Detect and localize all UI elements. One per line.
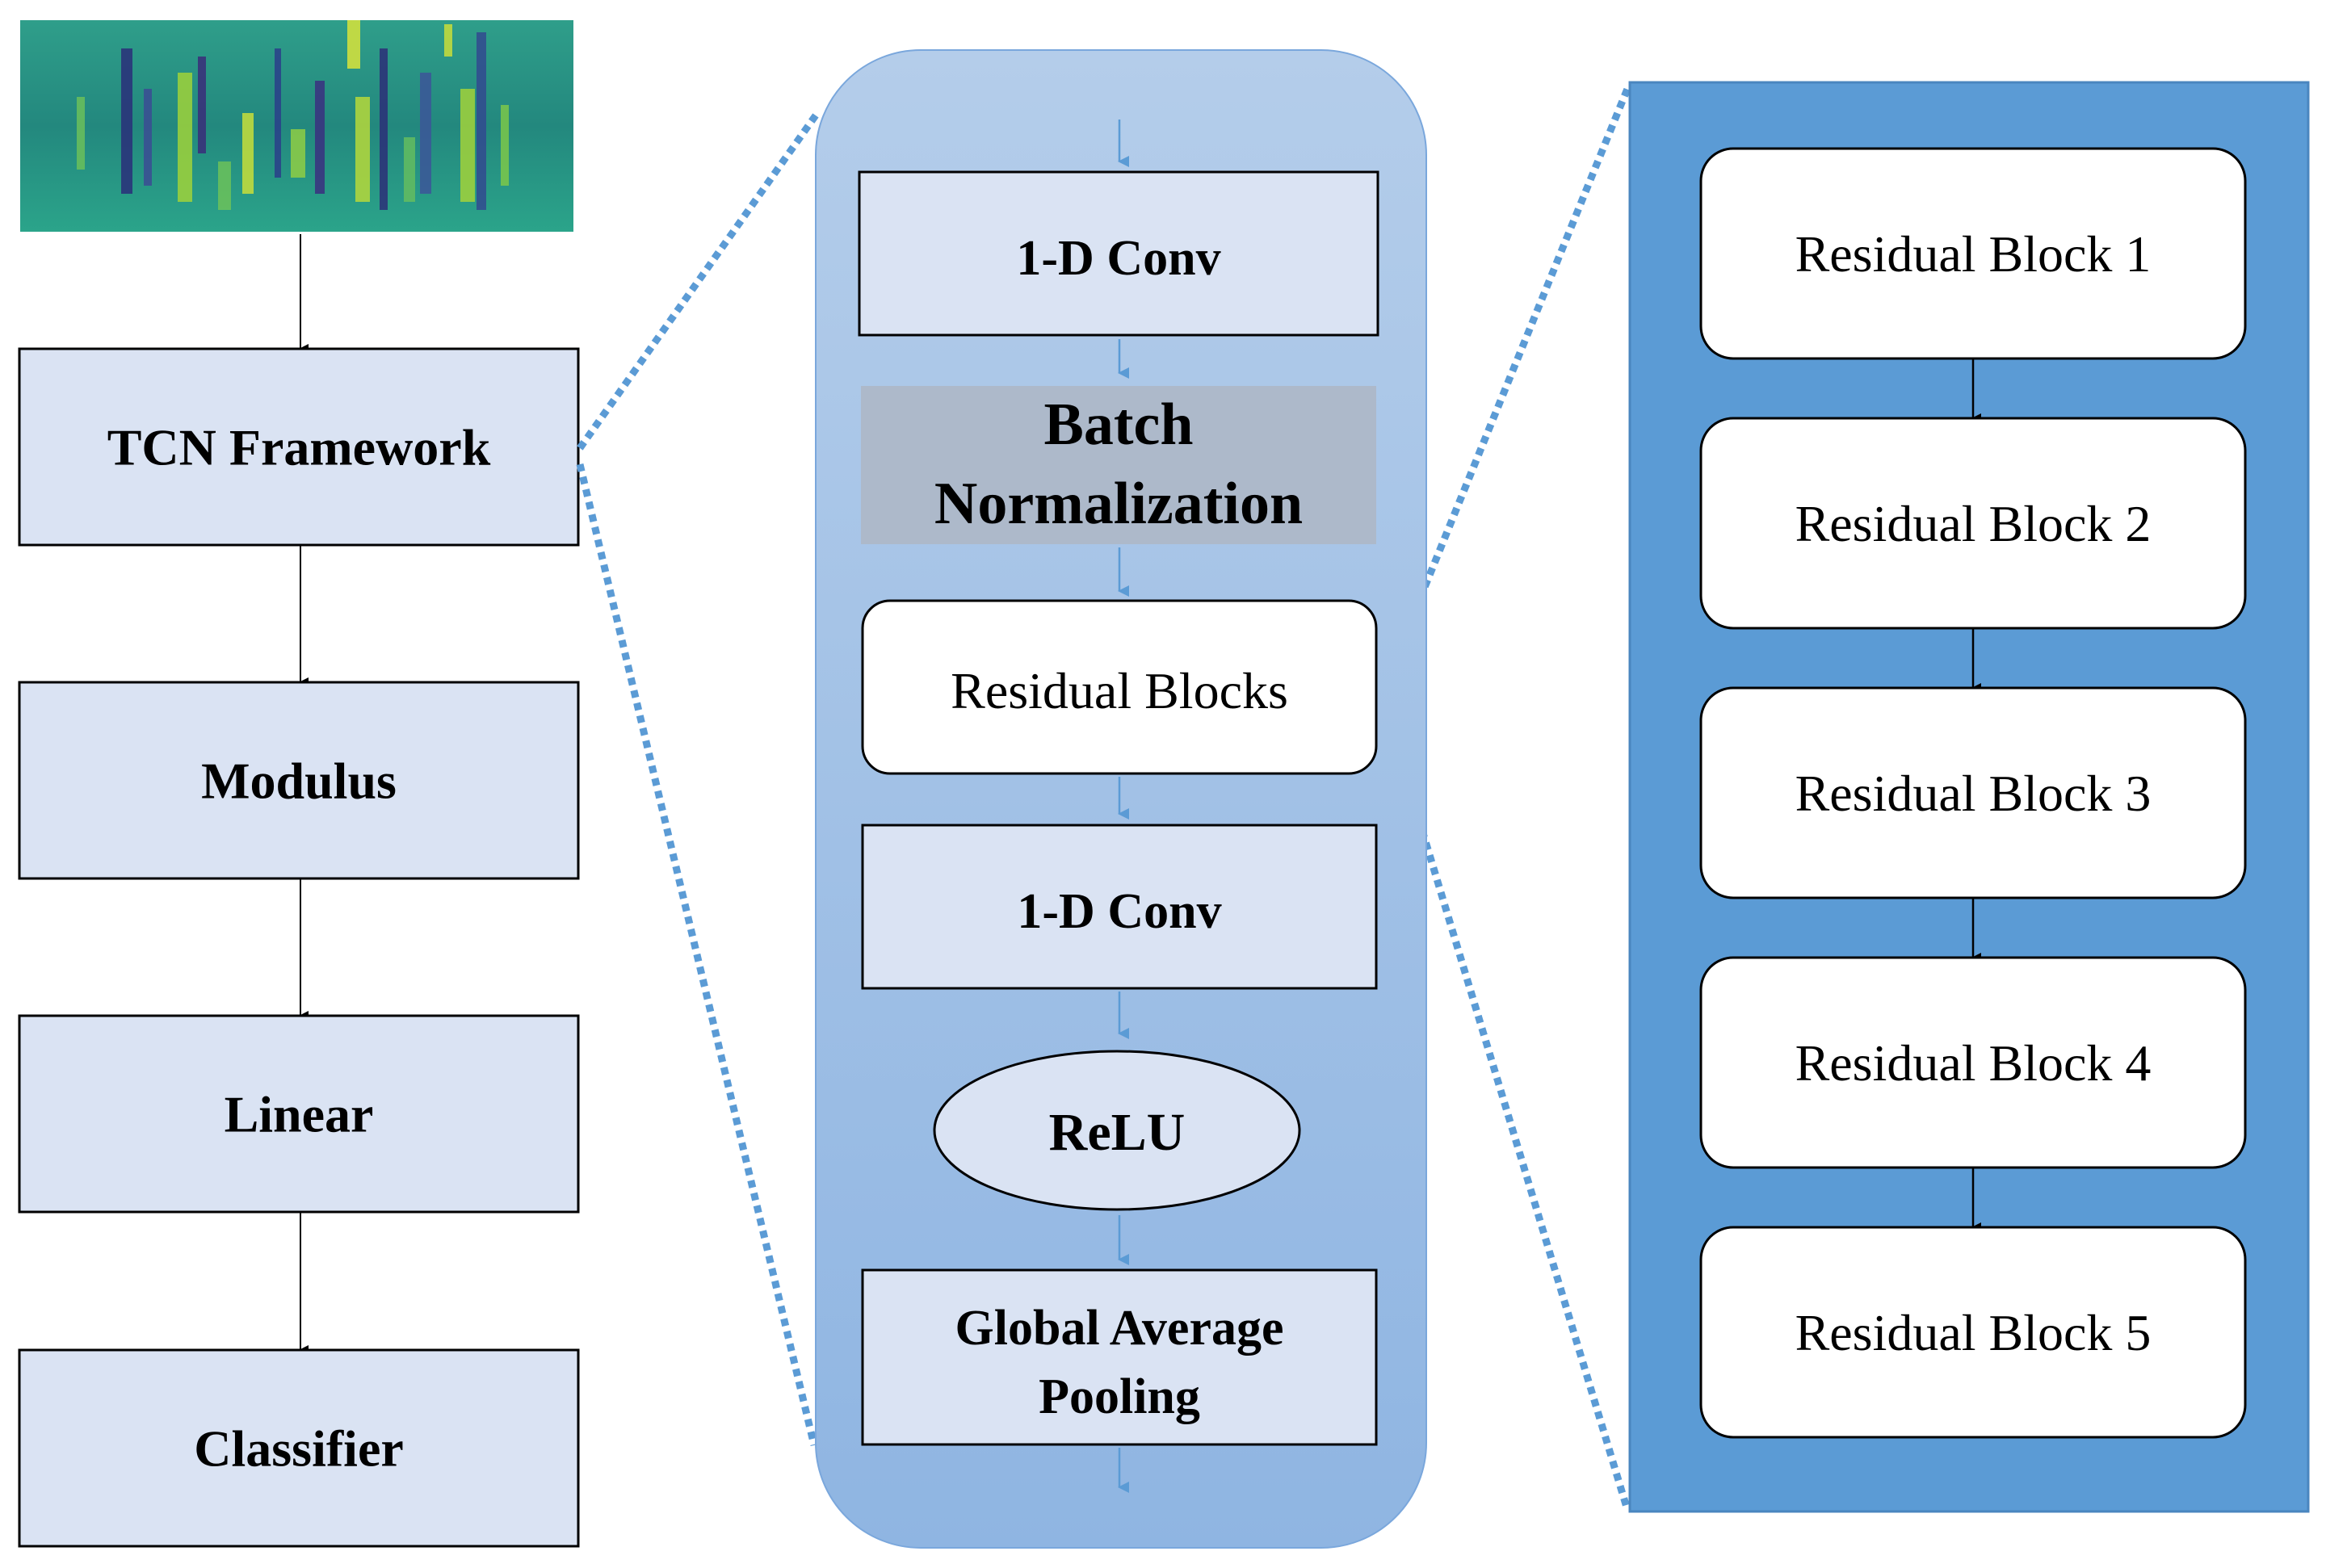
residual-block-1: Residual Block 1	[1699, 147, 2247, 360]
conv-bottom-label: 1-D Conv	[1017, 884, 1221, 939]
residual-blocks-block: Residual Blocks	[861, 599, 1378, 775]
residual-block-label: Residual Block 1	[1795, 225, 2152, 283]
left-block-classifier: Classifier	[18, 1348, 580, 1548]
residual-block-3: Residual Block 3	[1699, 686, 2247, 899]
residual-block-label: Residual Block 3	[1795, 765, 2152, 822]
gap-label-line2: Pooling	[1039, 1369, 1200, 1424]
left-block-label: Modulus	[201, 753, 397, 810]
residual-block-label: Residual Block 2	[1795, 495, 2152, 552]
conv-top-block: 1-D Conv	[858, 170, 1379, 337]
residual-block-label: Residual Block 5	[1795, 1304, 2152, 1361]
batch-norm-label-line1: Batch	[1044, 392, 1194, 458]
left-block-linear: Linear	[18, 1014, 580, 1214]
relu-label: ReLU	[1049, 1103, 1186, 1162]
residual-blocks-label: Residual Blocks	[951, 662, 1288, 719]
left-block-label: Linear	[225, 1086, 374, 1143]
spectrogram-image	[20, 20, 573, 232]
batch-norm-label-line2: Normalization	[934, 471, 1303, 537]
left-block-label: Classifier	[194, 1420, 404, 1478]
residual-block-5: Residual Block 5	[1699, 1226, 2247, 1439]
left-block-label: TCN Framework	[107, 419, 491, 476]
gap-label-line1: Global Average	[955, 1301, 1284, 1356]
residual-block-4: Residual Block 4	[1699, 956, 2247, 1169]
zoom-connector-left	[576, 111, 821, 1447]
batch-norm-block: Batch Normalization	[861, 386, 1376, 544]
residual-block-label: Residual Block 4	[1795, 1034, 2152, 1092]
left-block-modulus: Modulus	[18, 681, 580, 880]
residual-block-2: Residual Block 2	[1699, 417, 2247, 630]
relu-node: ReLU	[933, 1050, 1301, 1211]
left-block-tcn-framework: TCN Framework	[18, 347, 580, 547]
gap-block: Global Average Pooling	[861, 1268, 1378, 1446]
conv-bottom-block: 1-D Conv	[861, 824, 1378, 990]
conv-top-label: 1-D Conv	[1016, 231, 1220, 286]
